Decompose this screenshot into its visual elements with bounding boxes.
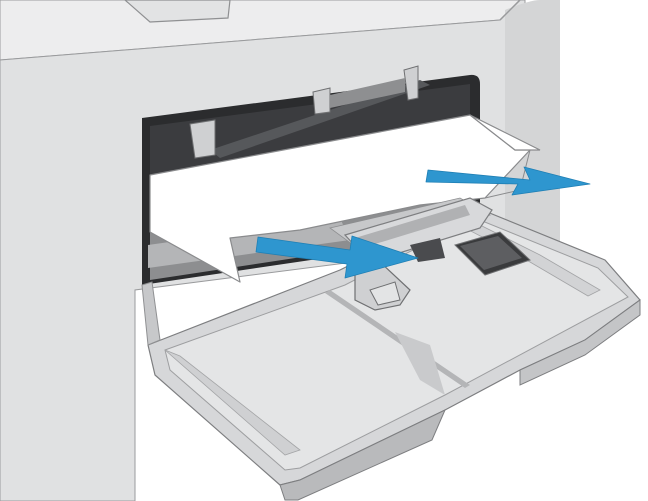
right-arrow-icon (255, 235, 419, 279)
input-tray (147, 197, 641, 501)
tray-edge (141, 281, 161, 346)
paper-stack (149, 114, 541, 283)
right-arrow-icon (425, 166, 591, 196)
arrow-group (255, 166, 591, 279)
